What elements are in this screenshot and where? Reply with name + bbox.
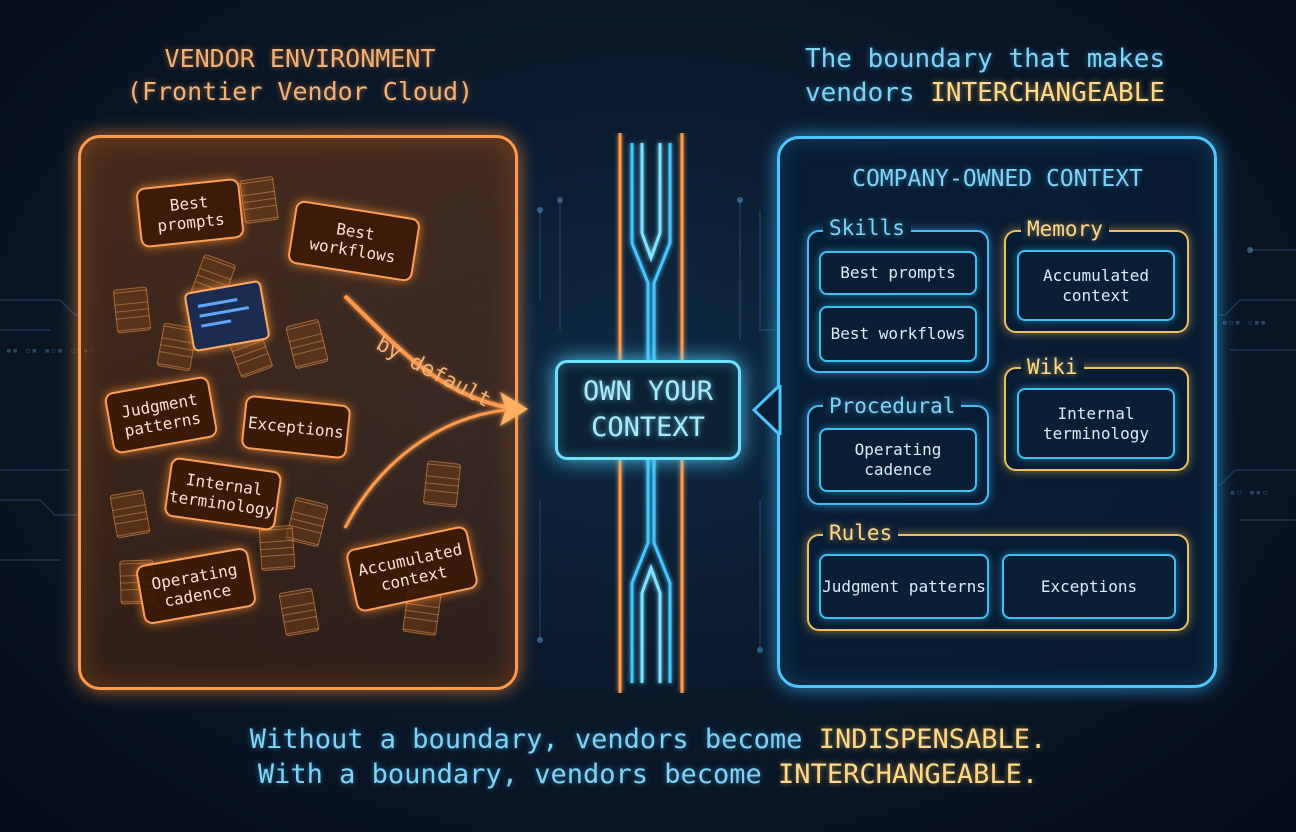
boundary-title-highlight: INTERCHANGEABLE bbox=[930, 78, 1166, 108]
skills-label: Skills bbox=[823, 217, 911, 239]
procedural-operating-cadence: Operating cadence bbox=[819, 428, 977, 492]
wiki-group bbox=[1004, 367, 1189, 471]
rules-group bbox=[807, 534, 1189, 631]
procedural-label: Procedural bbox=[823, 395, 962, 417]
rules-judgment-patterns: Judgment patterns bbox=[819, 554, 989, 619]
company-panel-notch bbox=[752, 385, 782, 435]
arrow-head-icon bbox=[500, 392, 528, 426]
boundary-title: The boundary that makes vendors INTERCHA… bbox=[770, 42, 1200, 110]
center-line2: CONTEXT bbox=[591, 412, 705, 443]
memory-label: Memory bbox=[1021, 218, 1109, 240]
bottom-line-1-prefix: Without a boundary, vendors become bbox=[249, 724, 803, 755]
bottom-line-1-highlight: INDISPENSABLE. bbox=[818, 724, 1047, 755]
rules-exceptions: Exceptions bbox=[1002, 554, 1176, 619]
skills-best-workflows: Best workflows bbox=[819, 306, 977, 362]
circuit-glyphs: ▪▫▪ ▫▪▪ bbox=[1222, 318, 1267, 328]
bottom-statement: Without a boundary, vendors become INDIS… bbox=[0, 722, 1296, 792]
wiki-label: Wiki bbox=[1021, 356, 1084, 378]
vendor-title-line2: (Frontier Vendor Cloud) bbox=[126, 77, 474, 106]
bottom-line-2-highlight: INTERCHANGEABLE. bbox=[778, 759, 1039, 790]
memory-accumulated-context: Accumulated context bbox=[1017, 250, 1175, 321]
arrow-curve-lower bbox=[343, 408, 506, 529]
bottom-line-1: Without a boundary, vendors become INDIS… bbox=[0, 722, 1296, 757]
center-line1: OWN YOUR bbox=[582, 376, 714, 407]
wiki-internal-terminology: Internal terminology bbox=[1017, 388, 1175, 459]
boundary-title-line1: The boundary that makes bbox=[804, 44, 1166, 74]
rules-label: Rules bbox=[823, 522, 899, 544]
vendor-title-line1: VENDOR ENVIRONMENT bbox=[164, 44, 436, 73]
company-owned-context-title: COMPANY-OWNED CONTEXT bbox=[852, 166, 1143, 192]
own-your-context-box: OWN YOUR CONTEXT bbox=[555, 360, 741, 460]
arrow-curve-upper bbox=[343, 294, 511, 410]
bottom-line-2-prefix: With a boundary, vendors become bbox=[257, 759, 762, 790]
circuit-glyphs: ▪▫ ▪▪▫ bbox=[1230, 488, 1269, 498]
vendor-environment-title: VENDOR ENVIRONMENT (Frontier Vendor Clou… bbox=[90, 42, 510, 108]
boundary-title-line2: vendors INTERCHANGEABLE bbox=[770, 76, 1200, 110]
circuit-glyphs: ▪▪ ▫▪ ▪▫▪ ▫▪▪▫ bbox=[6, 346, 96, 356]
bottom-line-2: With a boundary, vendors become INTERCHA… bbox=[0, 757, 1296, 792]
boundary-title-prefix: vendors bbox=[804, 78, 915, 108]
skills-best-prompts: Best prompts bbox=[819, 251, 977, 295]
